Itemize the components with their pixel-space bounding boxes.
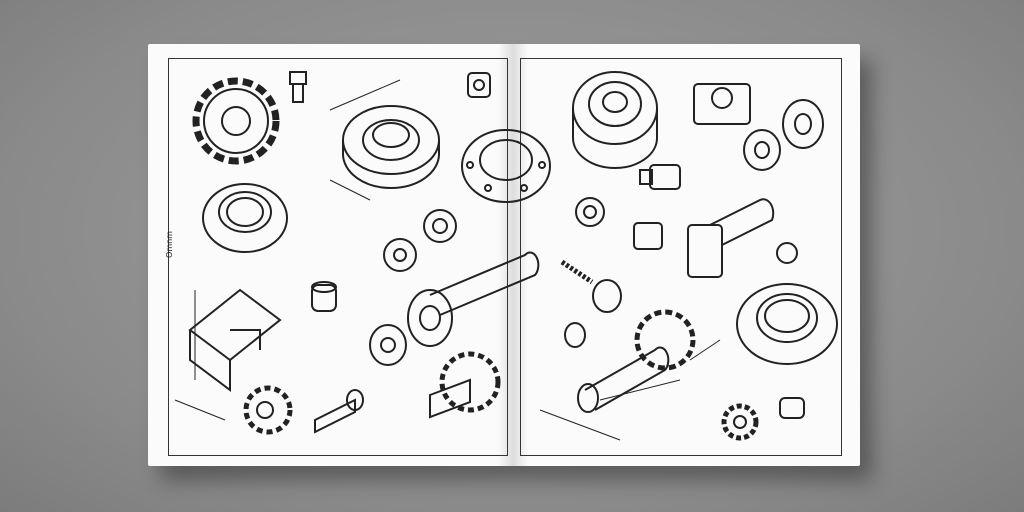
shaft-drawing <box>407 251 540 347</box>
pipe-drawing <box>687 198 775 278</box>
coupling-drawing <box>369 324 407 366</box>
nozzle-drawing <box>779 397 805 419</box>
pin-drawing <box>314 389 364 434</box>
fitting-drawing <box>639 164 681 190</box>
flange-drawing <box>736 283 838 365</box>
nut-drawing <box>467 72 491 98</box>
gear-drawing <box>243 385 293 435</box>
nut-drawing <box>575 197 605 227</box>
washer-drawing <box>743 99 824 171</box>
gear-drawing <box>721 403 759 441</box>
bushing-drawing <box>311 281 337 312</box>
fitting-drawing <box>633 222 663 250</box>
bearing-drawing <box>202 183 288 253</box>
small-bolt-drawing <box>289 71 307 103</box>
small-gear-drawing <box>383 209 457 272</box>
gear-shaft-drawing <box>429 351 501 419</box>
block-drawing <box>693 83 751 125</box>
gear-drawing <box>192 77 280 165</box>
dimension-lines <box>174 79 721 441</box>
bushing-drawing <box>776 242 798 264</box>
sleeve-drawing <box>564 322 586 348</box>
gear-shaft-drawing <box>577 309 696 413</box>
left-page-border <box>168 58 508 456</box>
flange-drawing <box>342 105 440 189</box>
flange-drawing <box>461 129 551 203</box>
bracket-drawing <box>188 288 282 392</box>
left-page <box>148 44 514 466</box>
screw-drawing <box>560 259 622 313</box>
pulley-drawing <box>572 71 658 169</box>
